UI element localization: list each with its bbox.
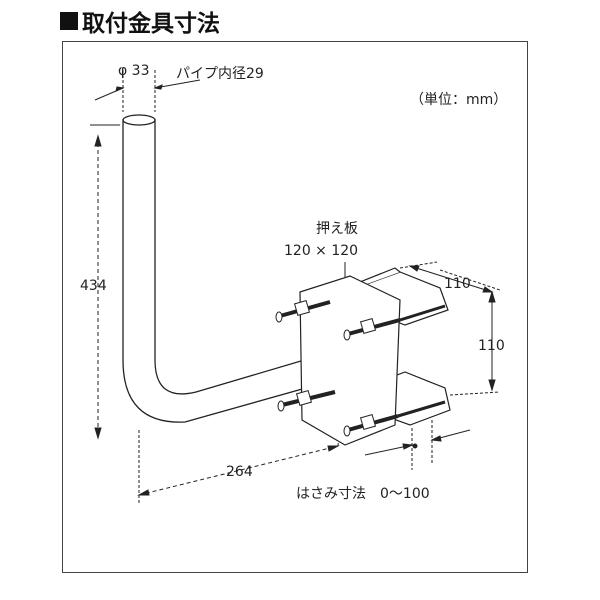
plate-size-label: 120 × 120 (284, 243, 358, 259)
height-label: 434 (80, 278, 107, 294)
pipe-inner-label: パイプ内径29 (176, 66, 264, 82)
bolts (275, 299, 446, 437)
bracket-width-dimension (399, 261, 501, 293)
pressing-plate (299, 275, 401, 446)
bracket-width-label: 110 (444, 276, 471, 292)
unit-label: （単位：mm） (410, 92, 507, 108)
bolt-lower-left (277, 389, 336, 412)
title-text: 取付金具寸法 (82, 11, 220, 37)
diagram-frame (62, 41, 528, 573)
page-title: 取付金具寸法 (60, 4, 220, 38)
bolt-lower-right (343, 400, 446, 437)
plate-label: 押え板 (316, 221, 358, 237)
bolt-upper-right (343, 304, 446, 341)
pipe-diameter-dimension (94, 70, 201, 112)
clamp-range-label: はさみ寸法 0〜100 (296, 486, 430, 502)
bolt-upper-left (275, 299, 331, 323)
horizontal-dimension (137, 419, 341, 505)
square-bullet-icon (60, 12, 78, 30)
bracket-height-dimension (449, 290, 501, 396)
bracket-height-label: 110 (478, 338, 505, 354)
horizontal-label: 264 (226, 464, 253, 480)
pipe-outer-label: φ 33 (118, 63, 150, 79)
clamp-range-dimension (364, 420, 471, 470)
height-dimension (90, 124, 120, 440)
